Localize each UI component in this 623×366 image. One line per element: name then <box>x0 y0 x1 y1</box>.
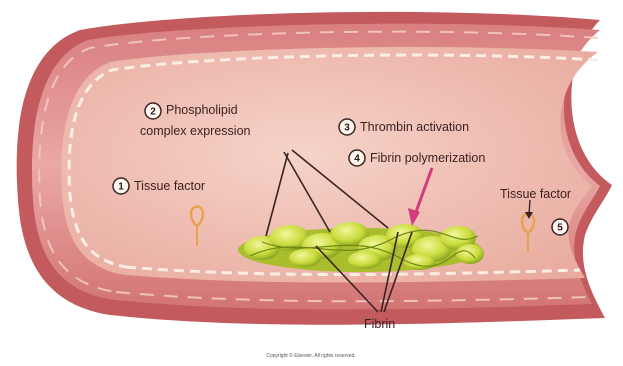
marker-step-2-number: 2 <box>150 107 156 118</box>
platelet-clot <box>238 222 484 272</box>
marker-step-1-left: 1 <box>113 178 129 194</box>
label-phospholipid: Phospholipid <box>166 103 238 117</box>
label-complex-expression: complex expression <box>140 124 251 138</box>
marker-step-5-number: 5 <box>557 223 563 234</box>
marker-step-3-number: 3 <box>344 123 350 134</box>
marker-step-4-number: 4 <box>354 154 360 165</box>
label-fibrin: Fibrin <box>364 317 395 331</box>
label-tissue-factor-left: Tissue factor <box>134 179 205 193</box>
label-thrombin-activation: Thrombin activation <box>360 120 469 134</box>
label-fibrin-polymerization: Fibrin polymerization <box>370 151 485 165</box>
label-tissue-factor-right: Tissue factor <box>500 187 571 201</box>
marker-step-3: 3 <box>339 119 355 135</box>
marker-step-2: 2 <box>145 103 161 119</box>
marker-step-5: 5 <box>552 219 568 235</box>
marker-step-1-left-number: 1 <box>118 182 124 193</box>
copyright-credit: Copyright © Elsevier. All rights reserve… <box>266 352 355 359</box>
marker-step-4: 4 <box>349 150 365 166</box>
